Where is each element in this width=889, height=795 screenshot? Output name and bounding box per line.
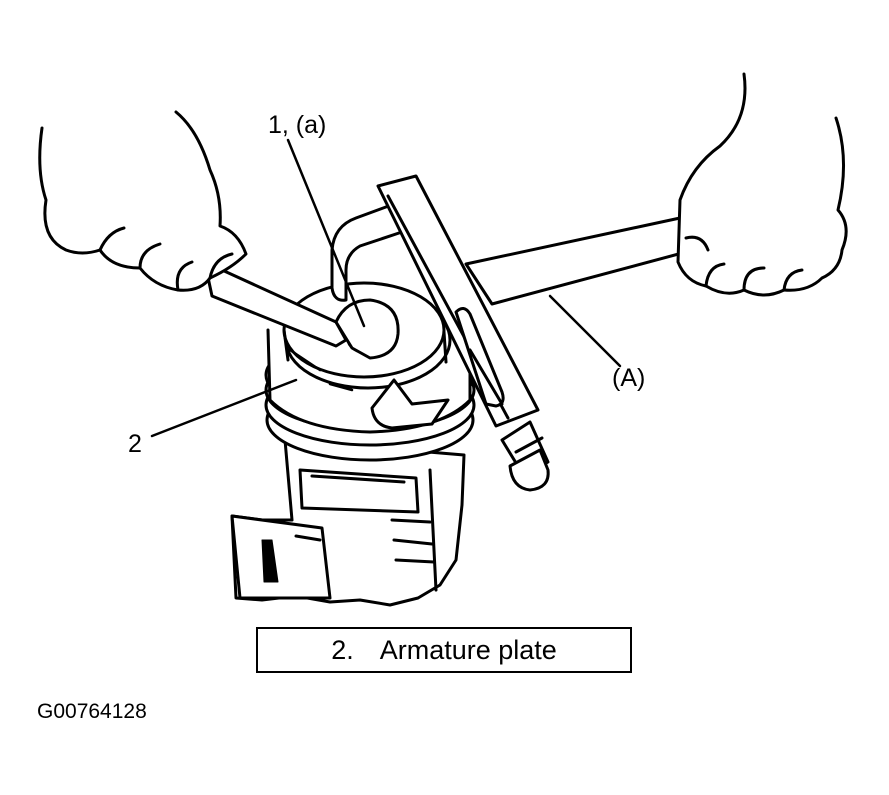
- caption-box: 2. Armature plate: [256, 627, 632, 673]
- leader-lines: [150, 138, 622, 438]
- callout-bolt: 1, (a): [268, 111, 326, 139]
- left-hand: [38, 110, 248, 292]
- right-hand: [676, 72, 848, 297]
- caption-number: 2.: [331, 634, 354, 665]
- callout-armature-plate: 2: [128, 430, 142, 458]
- callout-tool: (A): [612, 364, 645, 392]
- caption-text: Armature plate: [379, 634, 557, 665]
- holder-tool: [330, 174, 688, 492]
- figure-id: G00764128: [37, 700, 147, 723]
- wrench: [204, 266, 400, 360]
- compressor: [230, 281, 476, 607]
